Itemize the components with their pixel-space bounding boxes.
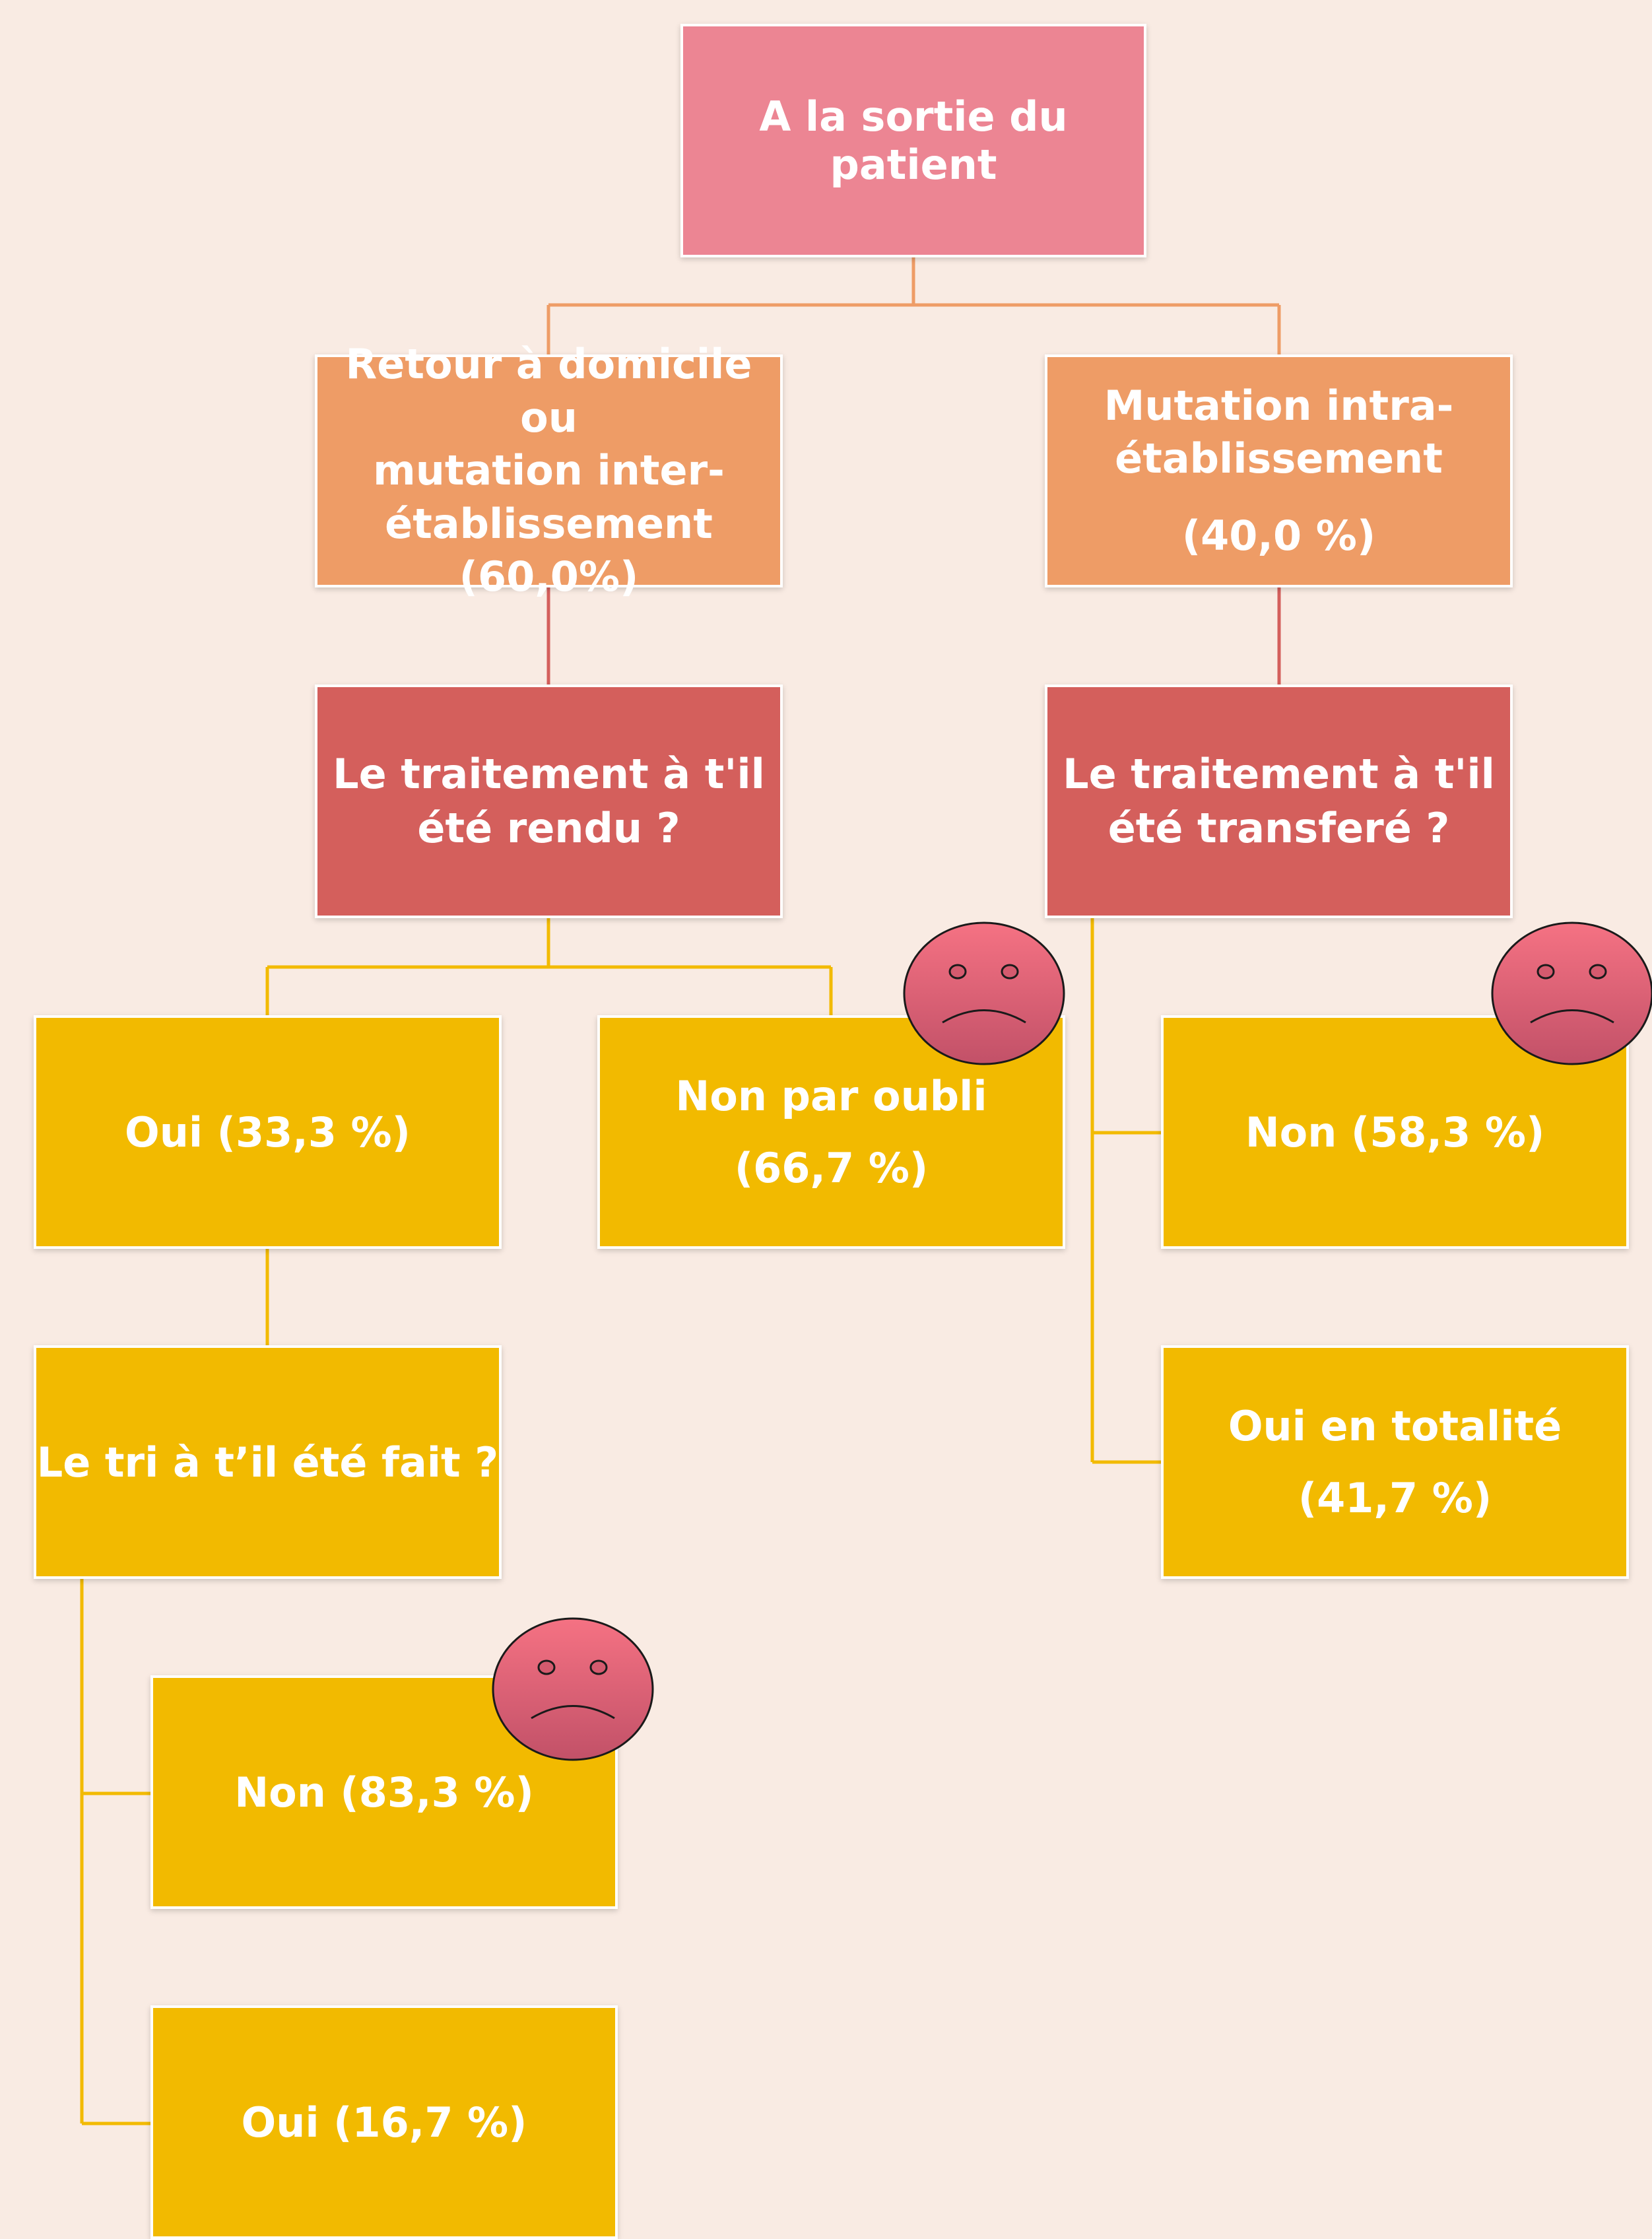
root-node: A la sortie du patient [680, 24, 1146, 257]
answer-percent: (66,7 %) [734, 1144, 929, 1192]
question-line: été rendu ? [417, 804, 680, 852]
connector-sort-question-to-answers [80, 1579, 152, 2125]
answer-label: Non (83,3 %) [234, 1768, 534, 1817]
sad-face-icon [903, 921, 1065, 1065]
answer-percent: (41,7 %) [1298, 1474, 1492, 1522]
sad-face-icon [1491, 921, 1652, 1065]
branch-home-return-line: mutation inter- [373, 446, 725, 495]
connector-right-question-to-answers [1090, 918, 1162, 1464]
answer-sort-yes: Oui (16,7 %) [150, 2005, 618, 2239]
answer-yes-returned: Oui (33,3 %) [34, 1015, 502, 1249]
answer-label: Oui (16,7 %) [241, 2098, 527, 2147]
question-line: Le traitement à t'il [333, 750, 765, 799]
question-treatment-returned: Le traitement à t'il été rendu ? [315, 685, 783, 918]
branch-home-return: Retour à domicile ou mutation inter- éta… [315, 340, 783, 601]
branch-intra-transfer: Mutation intra- établissement (40,0 %) [1045, 354, 1513, 587]
answer-yes-fully-transferred: Oui en totalité (41,7 %) [1161, 1345, 1629, 1579]
branch-home-return-line: établissement [385, 499, 713, 548]
answer-label: Non (58,3 %) [1245, 1108, 1545, 1156]
question-line: Le tri à t’il été fait ? [36, 1438, 499, 1487]
branch-home-return-percent: (60,0%) [459, 552, 639, 601]
sad-face-icon [492, 1617, 654, 1761]
root-label: A la sortie du patient [759, 92, 1068, 189]
branch-intra-transfer-line: établissement [1115, 434, 1443, 483]
question-line: été transferé ? [1107, 804, 1450, 852]
question-line: Le traitement à t'il [1063, 750, 1495, 799]
branch-intra-transfer-percent: (40,0 %) [1181, 511, 1376, 560]
connector-left-question-to-answers [265, 918, 833, 1017]
answer-label: Oui en totalité [1228, 1402, 1562, 1450]
connector-root-to-branches [546, 257, 1281, 354]
question-treatment-transferred: Le traitement à t'il été transferé ? [1045, 685, 1513, 918]
branch-home-return-line: Retour à domicile ou [345, 340, 752, 442]
question-sorting-done: Le tri à t’il été fait ? [34, 1345, 502, 1579]
answer-label: Non par oubli [675, 1072, 987, 1120]
branch-intra-transfer-line: Mutation intra- [1104, 381, 1454, 430]
answer-label: Oui (33,3 %) [124, 1108, 411, 1156]
